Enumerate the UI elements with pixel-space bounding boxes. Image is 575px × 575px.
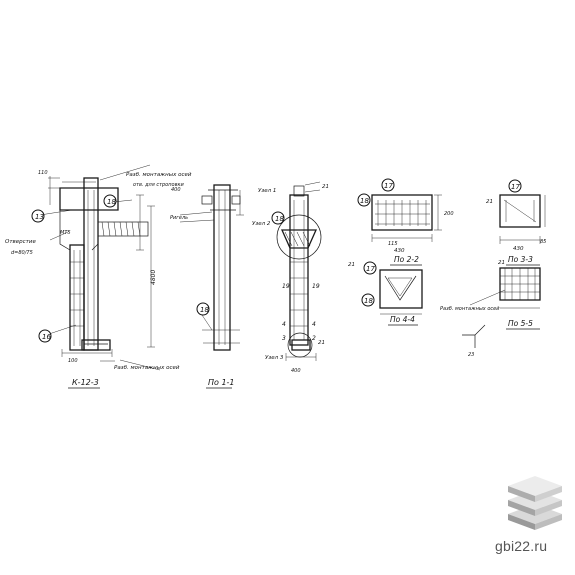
label-crossbar: Ригель	[170, 215, 188, 221]
label-ref-3: 3	[282, 335, 286, 342]
label-axis-bottom: Разб. монтажных осей	[114, 365, 180, 371]
site-url[interactable]: gbi22.ru	[495, 538, 548, 554]
callout-18c: 18	[275, 215, 284, 223]
label-ref-21-center: 21	[318, 340, 325, 346]
section-22: 17 18 115 430 200 По 2-2	[357, 178, 454, 266]
callout-16: 16	[42, 333, 51, 341]
callout-18d: 18	[360, 197, 369, 205]
label-node-2: Узел 2	[252, 221, 271, 227]
label-dim-430-33: 430	[513, 246, 524, 252]
callout-17c: 17	[366, 265, 375, 273]
label-ref-8b: 4	[312, 321, 316, 328]
label-node-1: Узел 1	[258, 188, 276, 194]
label-axis-mid: Разб. монтажных осей	[440, 306, 500, 312]
callout-18b: 18	[200, 306, 209, 314]
caption-section-55: По 5-5	[508, 319, 533, 328]
label-hole-note: отв. для строповки	[133, 182, 185, 188]
caption-section-44: По 4-4	[390, 315, 415, 324]
callout-17a: 17	[384, 182, 393, 190]
callout-13: 13	[35, 213, 44, 221]
label-dim-400: 400	[171, 187, 181, 193]
label-opening-dim: d=80/75	[11, 250, 33, 256]
label-ref-4a: 19	[282, 283, 290, 290]
label-dim-430-22: 430	[394, 248, 405, 254]
column-side-view: 18 Узел 1 Узел 2 Узел 3 19 19 4 4 3 2 21…	[252, 181, 329, 374]
label-ref-2: 2	[312, 335, 316, 342]
label-ref-21-33: 21	[486, 199, 493, 205]
label-height: 4800	[150, 270, 157, 285]
label-dim-115: 115	[388, 241, 398, 247]
label-ref-4b: 19	[312, 283, 320, 290]
section-55: 21 Разб. монтажных осей 23 По 5-5	[440, 260, 541, 358]
section-33: 17 21 430 85 По 3-3	[486, 179, 546, 266]
caption-k123: К-12-3	[72, 378, 99, 387]
label-ref-21-top: 21	[322, 184, 329, 190]
label-axis-top: Разб. монтажных осей	[126, 172, 192, 178]
column-elevation: 13 18 16 18 Разб. монтажных осей отв. дл…	[5, 164, 244, 389]
label-dim-85: 85	[540, 239, 546, 245]
callout-18a: 18	[107, 198, 116, 206]
label-opening: Отверстие	[5, 239, 36, 245]
caption-section-33: По 3-3	[508, 255, 533, 264]
label-mark-mt: МТ5	[60, 230, 71, 236]
label-dim-200-22: 200	[444, 211, 454, 217]
caption-section-11: По 1-1	[208, 378, 235, 387]
stacked-slabs-icon	[508, 476, 562, 530]
label-ref-21-55: 21	[498, 260, 505, 266]
caption-section-22: По 2-2	[394, 255, 419, 264]
label-dim-110: 110	[38, 170, 48, 176]
label-ref-23: 23	[468, 352, 474, 358]
label-dim-100: 100	[68, 358, 78, 364]
label-ref-8a: 4	[282, 321, 286, 328]
callout-18e: 18	[364, 297, 373, 305]
callout-17b: 17	[511, 183, 520, 191]
label-dim-400-center: 400	[291, 368, 301, 374]
label-ref-21-44: 21	[348, 262, 355, 268]
label-node-3: Узел 3	[265, 355, 284, 361]
section-44: 17 18 21 По 4-4	[348, 261, 423, 326]
